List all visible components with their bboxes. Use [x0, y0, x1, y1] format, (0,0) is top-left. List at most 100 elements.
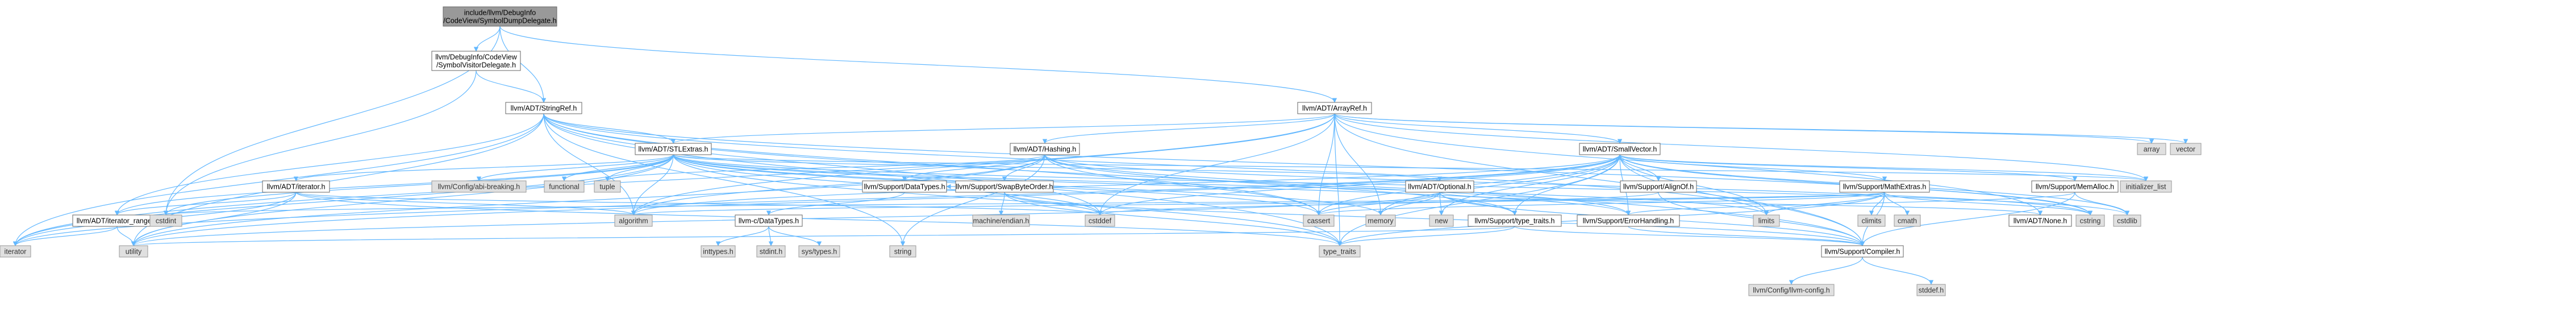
edge-stringref-to-iterrange [114, 113, 544, 216]
node-machine_endian: machine/endian.h [972, 214, 1030, 227]
node-iterator_h[interactable]: llvm/ADT/iterator.h [262, 180, 330, 193]
node-label: llvm/ADT/iterator.h [267, 183, 326, 191]
node-label: llvm/Support/ErrorHandling.h [1583, 217, 1674, 225]
node-cstddef: cstddef [1085, 214, 1115, 227]
node-box [1577, 214, 1680, 227]
node-box [1857, 214, 1886, 227]
edge-mathextras-to-algorithm [631, 192, 1885, 216]
edge-errorhandling-to-compiler [1628, 226, 1865, 246]
edge-hashing-to-tuple [605, 154, 1045, 181]
edge-mathextras-to-cstring [1884, 192, 2093, 216]
node-errorhandling[interactable]: llvm/Support/ErrorHandling.h [1577, 214, 1680, 227]
node-smallvector[interactable]: llvm/ADT/SmallVector.h [1579, 143, 1661, 155]
node-iterrange[interactable]: llvm/ADT/iterator_range.h [72, 214, 162, 227]
node-compiler[interactable]: llvm/Support/Compiler.h [1821, 245, 1904, 258]
node-box [1468, 214, 1562, 227]
edge-compiler-to-llvmconfig [1789, 256, 1863, 285]
node-label: tuple [599, 183, 615, 191]
node-swapbyteorder[interactable]: llvm/Support/SwapByteOrder.h [955, 180, 1054, 193]
node-label: climits [1862, 217, 1882, 225]
node-box [505, 102, 582, 114]
edge-hashing-to-swapbyteorder [1002, 154, 1045, 181]
node-box [635, 143, 712, 155]
node-box [1319, 245, 1361, 258]
edge-hashing-to-string [900, 154, 1045, 246]
node-stlextras[interactable]: llvm/ADT/STLExtras.h [635, 143, 712, 155]
node-layer: include/llvm/DebugInfo/CodeView/SymbolDu… [0, 6, 2202, 296]
node-typetraits_h[interactable]: llvm/Support/type_traits.h [1468, 214, 1562, 227]
edge-swapbyteorder-to-type_traits [1004, 192, 1343, 246]
node-label: llvm/ADT/STLExtras.h [639, 146, 708, 154]
node-arrayref[interactable]: llvm/ADT/ArrayRef.h [1297, 102, 1372, 114]
edge-arrayref-to-vector [1334, 113, 2188, 144]
node-box [1365, 214, 1396, 227]
node-label: algorithm [619, 217, 648, 225]
node-none[interactable]: llvm/ADT/None.h [2008, 214, 2072, 227]
node-hashing[interactable]: llvm/ADT/Hashing.h [1010, 143, 1080, 155]
node-label: llvm/Support/Compiler.h [1825, 248, 1900, 256]
edge-stlextras-to-cstdlib [673, 154, 2129, 216]
node-box [1916, 284, 1946, 296]
node-datatypes_h[interactable]: llvm/Support/DataTypes.h [862, 180, 947, 193]
edge-optional-to-new [1439, 192, 1444, 216]
node-box [1748, 284, 1835, 296]
edge-smallvector-to-initlist [1619, 154, 2148, 181]
edge-stlextras-to-functional [561, 154, 674, 181]
node-box [862, 180, 947, 193]
edge-arrayref-to-memory [1334, 113, 1383, 216]
node-svd[interactable]: llvm/DebugInfo/CodeView/SymbolVisitorDel… [431, 51, 521, 71]
node-label: cstdint [156, 217, 177, 225]
node-stdint: stdint.h [756, 245, 786, 258]
node-label: llvm/Support/SwapByteOrder.h [956, 183, 1053, 191]
node-box [1579, 143, 1661, 155]
edge-stlextras-to-iterrange [114, 154, 674, 216]
edge-smallvector-to-iterator [13, 154, 1620, 246]
edge-optional-to-typetraits_h [1439, 192, 1518, 216]
edge-arrayref-to-initlist [1334, 113, 2149, 181]
node-box [431, 51, 521, 71]
edge-hashing-to-utility [131, 154, 1045, 246]
node-memalloc[interactable]: llvm/Support/MemAlloc.h [2031, 180, 2119, 193]
node-optional[interactable]: llvm/ADT/Optional.h [1405, 180, 1474, 193]
edge-layer [12, 26, 2188, 285]
node-label: utility [126, 248, 142, 256]
node-label: llvm/ADT/ArrayRef.h [1302, 105, 1367, 113]
node-cdatatypes[interactable]: llvm-c/DataTypes.h [735, 214, 803, 227]
node-label: llvm/ADT/SmallVector.h [1583, 146, 1657, 154]
node-label: llvm/Support/AlignOf.h [1623, 183, 1694, 191]
edge-arrayref-to-smallvector [1334, 113, 1623, 144]
edge-smallvector-to-alignof [1619, 154, 1661, 181]
edge-stringref-to-stlextras [543, 113, 676, 144]
node-label: vector [2176, 146, 2195, 154]
node-stringref[interactable]: llvm/ADT/StringRef.h [505, 102, 582, 114]
node-label: inttypes.h [703, 248, 733, 256]
node-box [1405, 180, 1474, 193]
node-label: sys/types.h [802, 248, 837, 256]
node-box [119, 245, 148, 258]
node-box [735, 214, 803, 227]
edge-memalloc-to-cstdlib [2074, 192, 2130, 216]
edge-smallvector-to-utility [131, 154, 1620, 246]
edge-root-to-svd [473, 26, 501, 52]
node-box [1010, 143, 1080, 155]
edge-memalloc-to-errorhandling [1626, 192, 2075, 216]
edge-arrayref-to-cstddef [1097, 113, 1335, 216]
node-mathextras[interactable]: llvm/Support/MathExtras.h [1839, 180, 1930, 193]
node-label: cstddef [1089, 217, 1112, 225]
edge-iterrange-to-iterator [12, 226, 118, 246]
edge-optional-to-none [1439, 192, 2043, 216]
node-inttypes: inttypes.h [701, 245, 736, 258]
node-cmath: cmath [1894, 214, 1921, 227]
edge-svd-to-stringref [476, 70, 547, 103]
edge-stringref-to-cstddef [543, 113, 1103, 216]
node-stddef: stddef.h [1916, 284, 1946, 296]
node-label: iterator [5, 248, 27, 256]
node-alignof[interactable]: llvm/Support/AlignOf.h [1620, 180, 1697, 193]
node-memory: memory [1365, 214, 1396, 227]
node-box [756, 245, 786, 258]
node-box [262, 180, 330, 193]
node-box [2137, 143, 2166, 155]
node-cstring: cstring [2075, 214, 2105, 227]
node-root: include/llvm/DebugInfo/CodeView/SymbolDu… [443, 6, 557, 27]
